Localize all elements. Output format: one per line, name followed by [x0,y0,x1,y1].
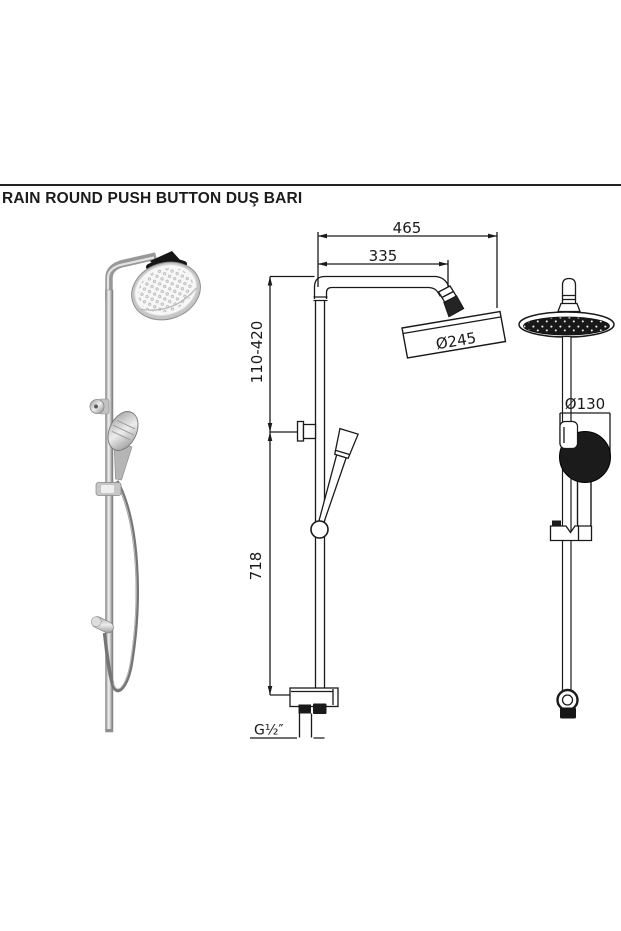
dimension-335-label: 335 [369,247,398,265]
photo-shower-arm [105,252,157,300]
side-shower-arm [313,275,454,302]
photo-upper-bracket [89,398,110,415]
front-hose-outlet [556,688,579,719]
dimension-vertical [267,275,315,696]
photo-hand-shower [107,411,139,481]
dimension-465-label: 465 [393,219,422,237]
connection-thread-label: G½″ [254,723,284,739]
side-ball-joint [437,285,465,318]
side-hand-shower [317,427,359,526]
front-slider-bracket [549,520,593,542]
side-rain-head [401,310,507,359]
photo-slider-clamp [95,482,122,496]
photo-hose [102,480,139,693]
side-wall-bracket [296,420,317,442]
side-view-drawing [250,232,507,739]
dimension-718-label: 718 [247,552,265,581]
front-view-drawing [518,277,615,719]
product-photo [89,251,201,733]
dimension-110-420-label: 110-420 [248,321,266,384]
dimension-465 [317,232,498,308]
side-mixer-body [289,687,339,738]
front-holder [559,420,579,450]
side-slider-ring [310,520,329,539]
side-riser-pipe [314,300,326,688]
photo-pipe-tip [105,729,113,732]
photo-rain-head [131,261,201,321]
header-divider [0,184,621,186]
dimension-130-label: Ø130 [565,395,605,413]
front-rain-head [518,311,615,338]
photo-lower-bracket [90,616,114,634]
front-riser-pipe [561,335,572,692]
page-title: RAIN ROUND PUSH BUTTON DUŞ BARI [2,190,303,207]
front-arm-stub [557,277,581,313]
